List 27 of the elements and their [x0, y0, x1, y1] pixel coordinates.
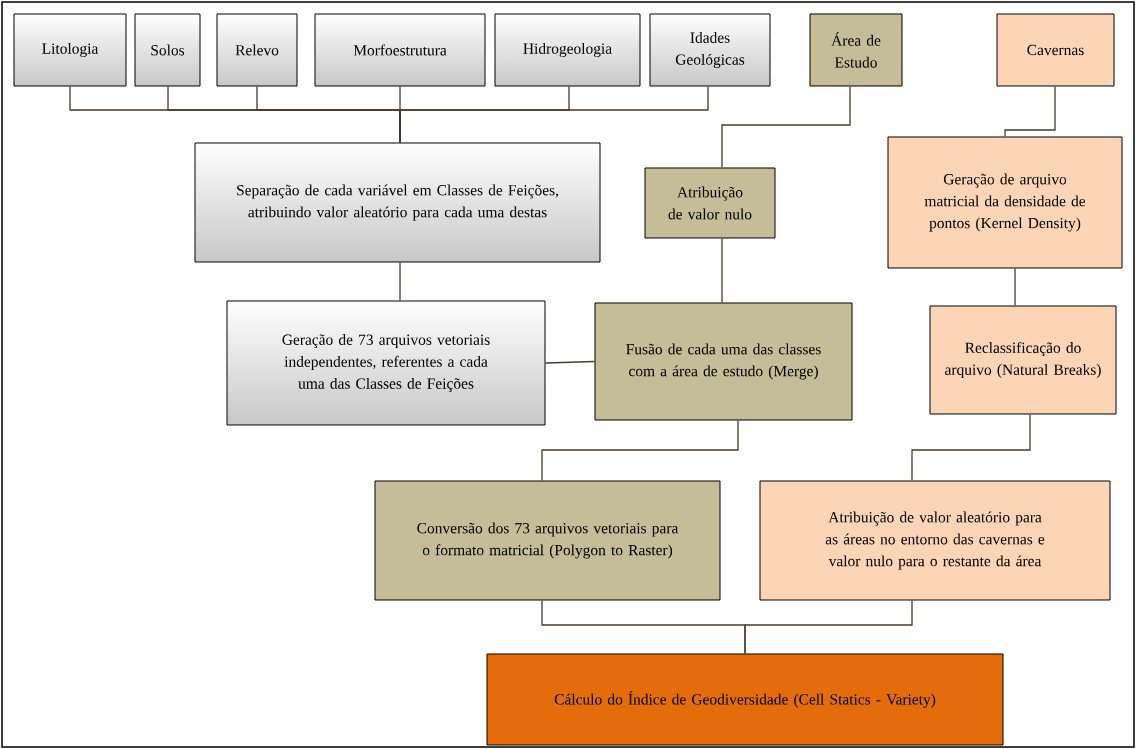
connector-line [1014, 267, 1016, 307]
process-box: Atribuição de valor nulo [644, 167, 776, 239]
connector-line [399, 85, 709, 144]
process-box: Relevo [216, 13, 298, 87]
process-box: Cavernas [996, 13, 1115, 87]
connector-line [544, 360, 596, 364]
process-box: Litologia [13, 13, 127, 87]
process-box: Morfoestrutura [314, 13, 486, 87]
connector-line [911, 413, 1031, 482]
process-box: Idades Geológicas [649, 13, 771, 87]
process-box: Cálculo do Índice de Geodiversidade (Cell Statics - Variety) [486, 653, 1004, 746]
process-box: Geração de arquivo matricial da densidade de pontos (Kernel Density) [887, 136, 1123, 269]
process-box: Atribuição de valor aleatório para as áreas no entorno das cavernas e valor nulo para o restante da área [759, 480, 1111, 601]
connector-line [1004, 85, 1056, 138]
connector-line [744, 599, 913, 655]
process-box: Solos [134, 13, 201, 87]
connector-line [399, 261, 401, 302]
connector-line [721, 85, 851, 169]
process-box: Geração de 73 arquivos vetoriais independentes, referentes a cada uma das Classes de Feições [226, 300, 546, 426]
process-box: Separação de cada variável em Classes de Feições, atribuindo valor aleatório para cada uma destas [194, 142, 601, 263]
process-box: Área de Estudo [809, 13, 903, 87]
process-box: Fusão de cada uma das classes com a área de estudo (Merge) [594, 302, 853, 421]
connector-line [541, 419, 739, 482]
process-box: Conversão dos 73 arquivos vetoriais para o formato matricial (Polygon to Raster) [374, 480, 721, 601]
process-box: Reclassificação do arquivo (Natural Breaks) [929, 305, 1117, 415]
process-box: Hidrogeologia [494, 13, 641, 87]
connector-line [721, 237, 723, 304]
